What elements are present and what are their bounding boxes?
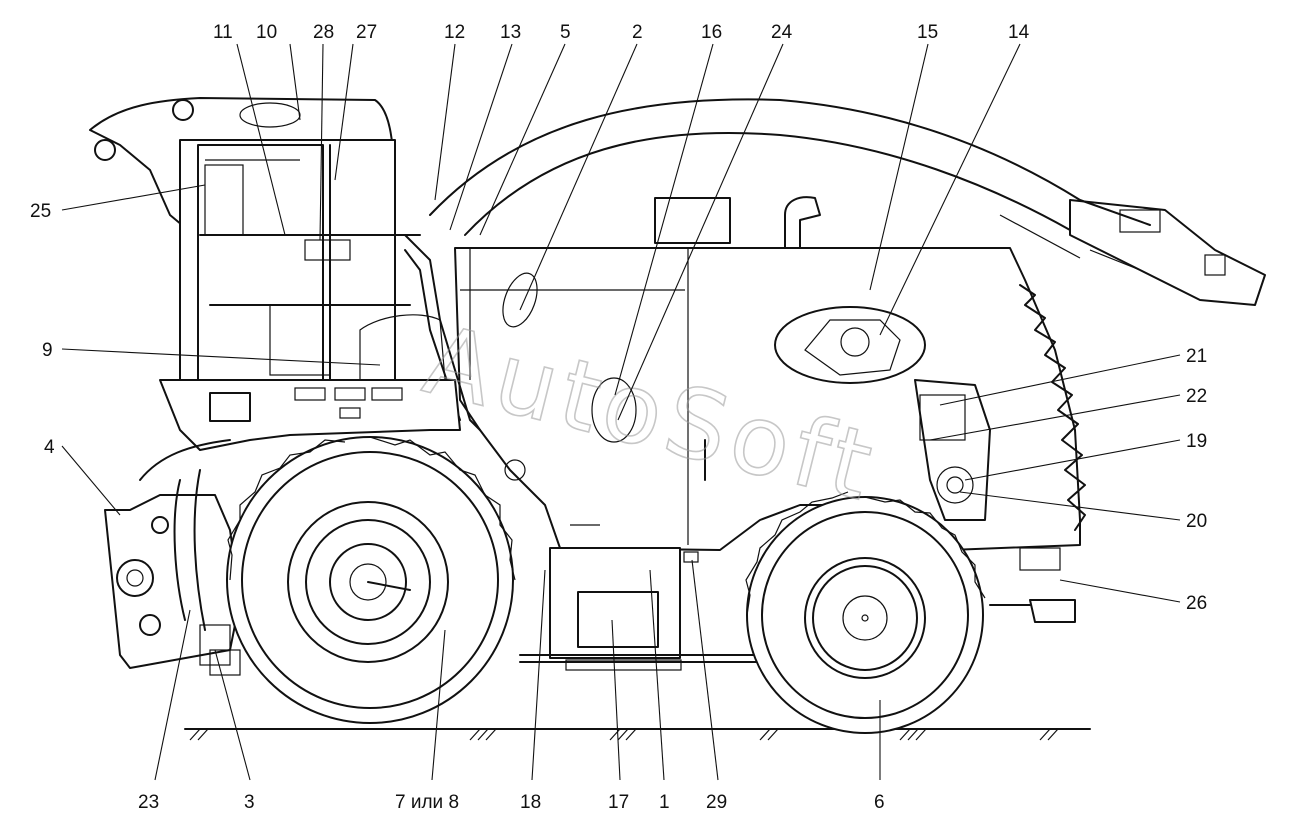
callout-5: 5: [560, 22, 571, 43]
callout-18: 18: [520, 792, 541, 813]
callout-25: 25: [30, 201, 51, 222]
callout-20: 20: [1186, 511, 1207, 532]
callout-23: 23: [138, 792, 159, 813]
callout-16: 16: [701, 22, 722, 43]
leader-lines: [61, 43, 1181, 781]
callout-28: 28: [313, 22, 334, 43]
callout-29: 29: [706, 792, 727, 813]
callout-15: 15: [917, 22, 938, 43]
console-platform: [159, 379, 461, 451]
callout-labels: 11 10 28 27 12 13 5 2 16 24 15 14 25 9 2…: [30, 22, 1207, 813]
callout-27: 27: [356, 22, 377, 43]
callout-22: 22: [1186, 386, 1207, 407]
callout-2: 2: [632, 22, 643, 43]
lower-frame: [519, 547, 1076, 671]
callout-9: 9: [42, 340, 53, 361]
callout-3: 3: [244, 792, 255, 813]
callout-14: 14: [1008, 22, 1030, 43]
front-wheel: [226, 436, 516, 724]
callout-4: 4: [44, 437, 55, 458]
callout-17: 17: [608, 792, 629, 813]
callout-7-or-8: 7 или 8: [395, 792, 459, 813]
callout-1: 1: [659, 792, 670, 813]
cabin: [89, 97, 481, 431]
callout-10: 10: [256, 22, 277, 43]
callout-6: 6: [874, 792, 885, 813]
callout-21: 21: [1186, 346, 1207, 367]
main-body: [454, 196, 1086, 551]
callout-24: 24: [771, 22, 793, 43]
callout-11: 11: [213, 22, 233, 43]
callout-13: 13: [500, 22, 521, 43]
callout-19: 19: [1186, 431, 1207, 452]
rear-wheel: [745, 491, 986, 734]
callout-12: 12: [444, 22, 465, 43]
feeder-unit: [104, 439, 241, 676]
discharge-spout: [429, 98, 1266, 306]
callout-26: 26: [1186, 593, 1207, 614]
ground-line: [184, 728, 1091, 741]
